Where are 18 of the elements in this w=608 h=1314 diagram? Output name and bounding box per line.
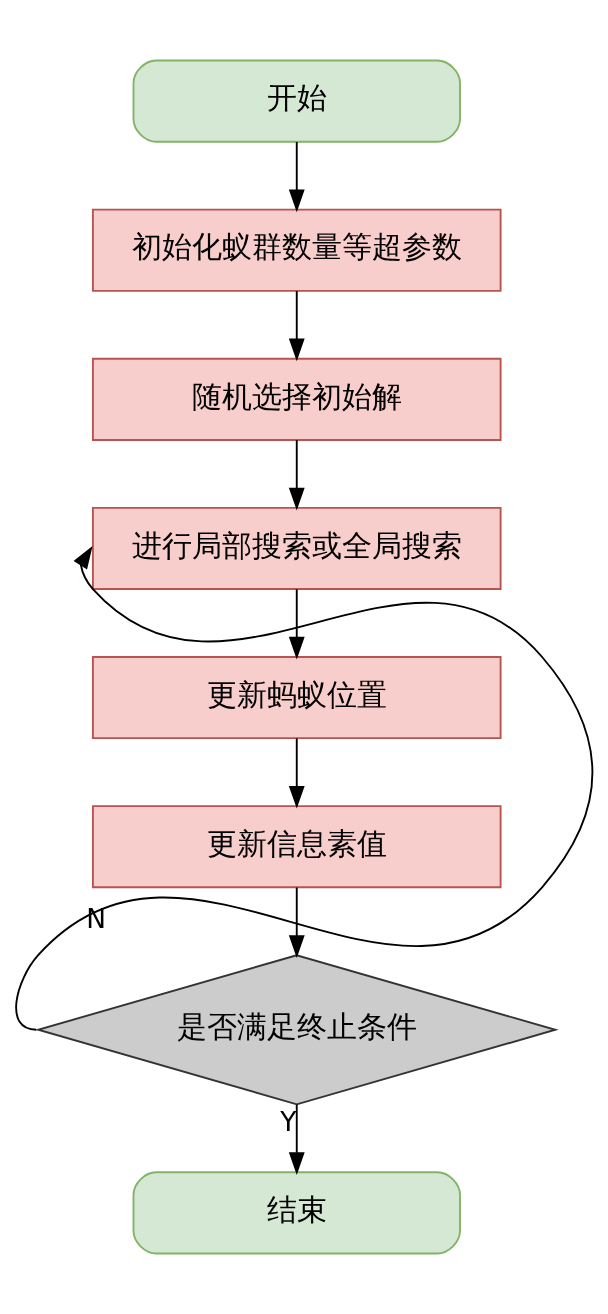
arrow (15, 546, 594, 1031)
node-box: 更新蚂蚁位置 (91, 656, 502, 740)
edge-label: Y (280, 1105, 297, 1137)
arrow (288, 290, 305, 362)
node-box: 更新信息素值 (91, 805, 502, 889)
node-box: 进行局部搜索或全局搜索 (91, 506, 502, 590)
node-box: 开始 (132, 59, 461, 143)
arrow (288, 439, 305, 511)
edge-label: N (86, 903, 107, 935)
arrow (288, 588, 305, 660)
arrow (288, 1103, 305, 1175)
arrow (288, 141, 305, 213)
node-box: 初始化蚁群数量等超参数 (91, 208, 502, 292)
node-box: 结束 (132, 1171, 461, 1255)
node-box: 随机选择初始解 (91, 357, 502, 441)
arrow (288, 886, 305, 958)
arrow (288, 737, 305, 809)
node-diamond: 是否满足终止条件 (34, 954, 559, 1106)
